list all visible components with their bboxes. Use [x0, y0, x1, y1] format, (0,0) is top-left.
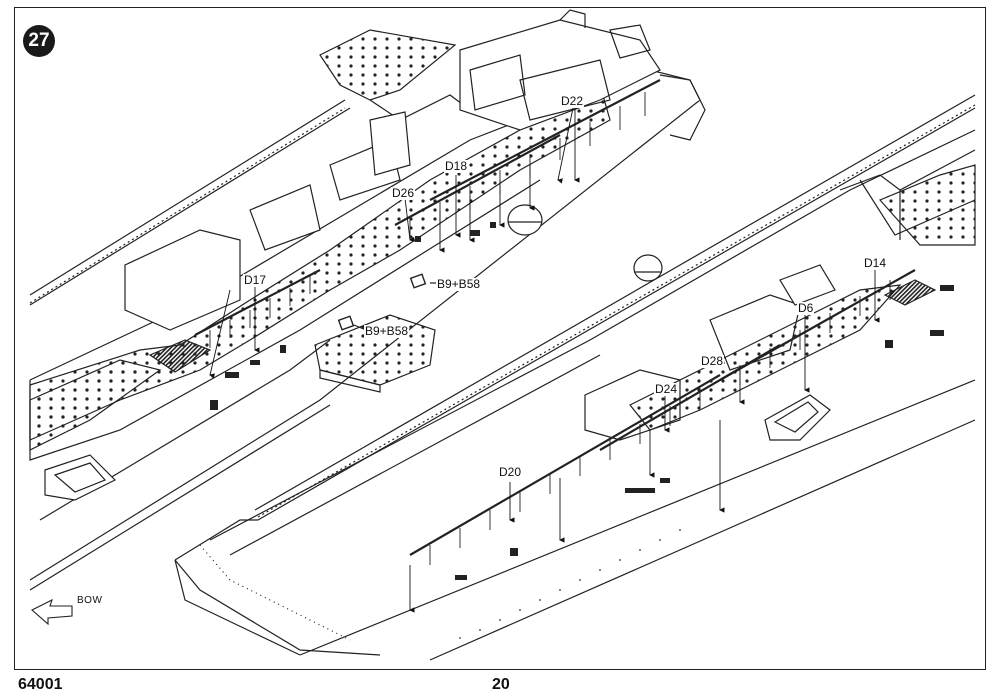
part-label-d26: D26 [391, 186, 416, 200]
step-number-badge: 27 [23, 25, 55, 57]
bow-direction-label: BOW [77, 595, 103, 606]
arrow-icon [31, 598, 73, 626]
part-label-d18: D18 [444, 159, 469, 173]
part-label-d24: D24 [654, 382, 679, 396]
part-label-d22: D22 [560, 94, 585, 108]
page-number: 20 [492, 676, 510, 693]
upper-leader-arrows [209, 107, 580, 379]
part-label-d17: D17 [243, 273, 268, 287]
upper-hull-section [29, 9, 706, 591]
part-label-d20: D20 [498, 465, 523, 479]
part-label-d28: D28 [700, 354, 725, 368]
product-code: 64001 [18, 676, 63, 693]
part-label-b9-b58-upper: B9+B58 [436, 277, 482, 291]
part-label-d6: D6 [797, 301, 815, 315]
lower-leader-arrows [409, 270, 880, 613]
part-label-d14: D14 [863, 256, 888, 270]
lower-hull-section [174, 94, 976, 661]
part-label-b9-b58-lower: B9+B58 [364, 324, 410, 338]
